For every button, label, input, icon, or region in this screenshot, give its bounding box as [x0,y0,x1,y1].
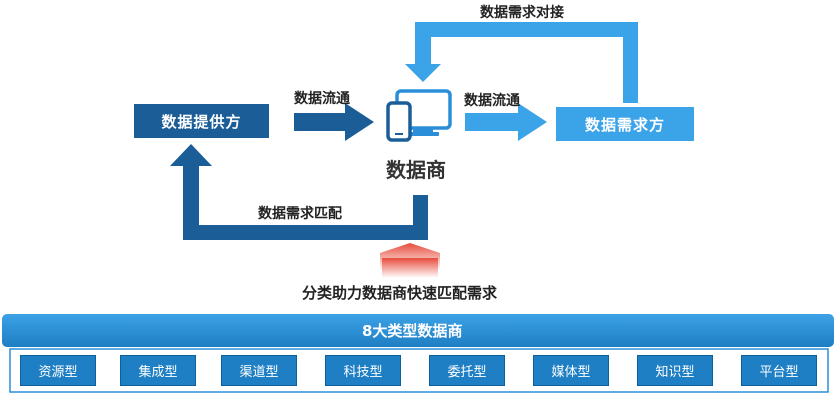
flow-label-right: 数据流通 [464,93,520,109]
banner-bg [2,314,834,347]
center-caption: 分类助力数据商快速匹配需求 [302,284,498,302]
flow-arrow-right [465,103,547,141]
type-box-platform: 平台型 [741,355,817,386]
supplier-box: 数据提供方 [134,104,269,138]
flow-arrow-left [294,103,374,141]
type-box-entrusted: 委托型 [429,355,505,386]
bottom-loop-label: 数据需求匹配 [258,206,342,222]
type-box-channel: 渠道型 [221,355,297,386]
top-loop-label: 数据需求对接 [480,5,564,21]
bottom-loop-arrow [170,144,428,240]
type-box-resource: 资源型 [20,355,96,386]
type-box-tech: 科技型 [325,355,401,386]
type-box-integration: 集成型 [120,355,196,386]
flow-label-left: 数据流通 [294,91,350,107]
banner-title: 8大类型数据商 [362,322,463,340]
type-box-knowledge: 知识型 [637,355,713,386]
demand-box: 数据需求方 [556,107,694,141]
type-box-media: 媒体型 [533,355,609,386]
top-loop-arrow [405,22,638,103]
broker-label: 数据商 [386,158,446,182]
devices-icon [386,89,452,142]
